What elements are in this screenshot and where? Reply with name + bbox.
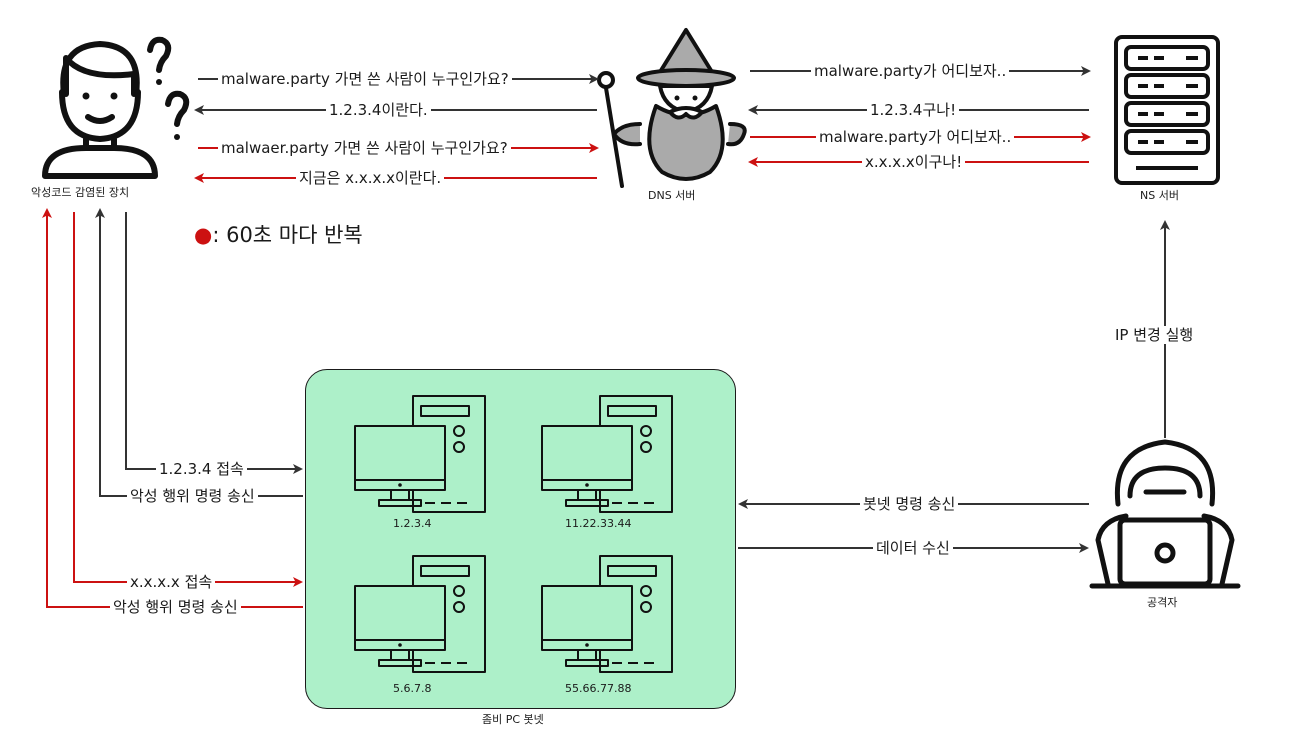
edge-label-connect1: 1.2.3.4 접속 (156, 460, 247, 478)
edge-label-ns-answer1: 1.2.3.4구나! (867, 101, 960, 119)
edge-label-ns-query1: malware.party가 어디보자.. (811, 62, 1010, 80)
pc-icon-2 (541, 395, 673, 513)
edge-label-ns-answer2: x.x.x.x이구나! (862, 153, 966, 171)
edge-label-data-receive: 데이터 수신 (873, 539, 953, 557)
edge-label-ns-query2: malware.party가 어디보자.. (816, 128, 1015, 146)
pc-ip-2: 11.22.33.44 (565, 517, 632, 530)
pc-ip-1: 1.2.3.4 (393, 517, 432, 530)
pc-icon-3 (354, 555, 486, 673)
edge-label-command2: 악성 행위 명령 송신 (110, 598, 241, 616)
edge-label-query1: malware.party 가면 쓴 사람이 누구인가요? (218, 70, 512, 88)
edge-label-ip-change: IP 변경 실행 (1112, 326, 1197, 344)
person-question-icon (42, 36, 190, 179)
hacker-laptop-icon (1089, 439, 1241, 589)
edge-label-query2: malwaer.party 가면 쓴 사람이 누구인가요? (218, 139, 511, 157)
server-rack-icon (1114, 35, 1220, 185)
edge-label-answer2: 지금은 x.x.x.x이란다. (296, 169, 445, 187)
edge-label-connect2: x.x.x.x 접속 (127, 573, 216, 591)
pc-ip-4: 55.66.77.88 (565, 682, 632, 695)
red-bullet-icon: ● (194, 223, 213, 247)
repeat-note-text: : 60초 마다 반복 (212, 223, 363, 247)
edge-label-botnet-command: 봇넷 명령 송신 (860, 495, 959, 513)
pc-ip-3: 5.6.7.8 (393, 682, 432, 695)
wizard-icon (597, 28, 747, 188)
arrow-connect2 (73, 212, 303, 587)
dns-server-label: DNS 서버 (648, 189, 696, 202)
pc-icon-1 (354, 395, 486, 513)
infected-device-label: 악성코드 감염된 장치 (31, 186, 130, 199)
repeat-note: ●: 60초 마다 반복 (194, 223, 363, 247)
edge-label-command1: 악성 행위 명령 송신 (127, 487, 258, 505)
botnet-label: 좀비 PC 봇넷 (482, 713, 544, 726)
pc-icon-4 (541, 555, 673, 673)
attacker-label: 공격자 (1147, 596, 1178, 609)
ns-server-label: NS 서버 (1140, 189, 1179, 202)
edge-label-answer1: 1.2.3.4이란다. (326, 101, 431, 119)
